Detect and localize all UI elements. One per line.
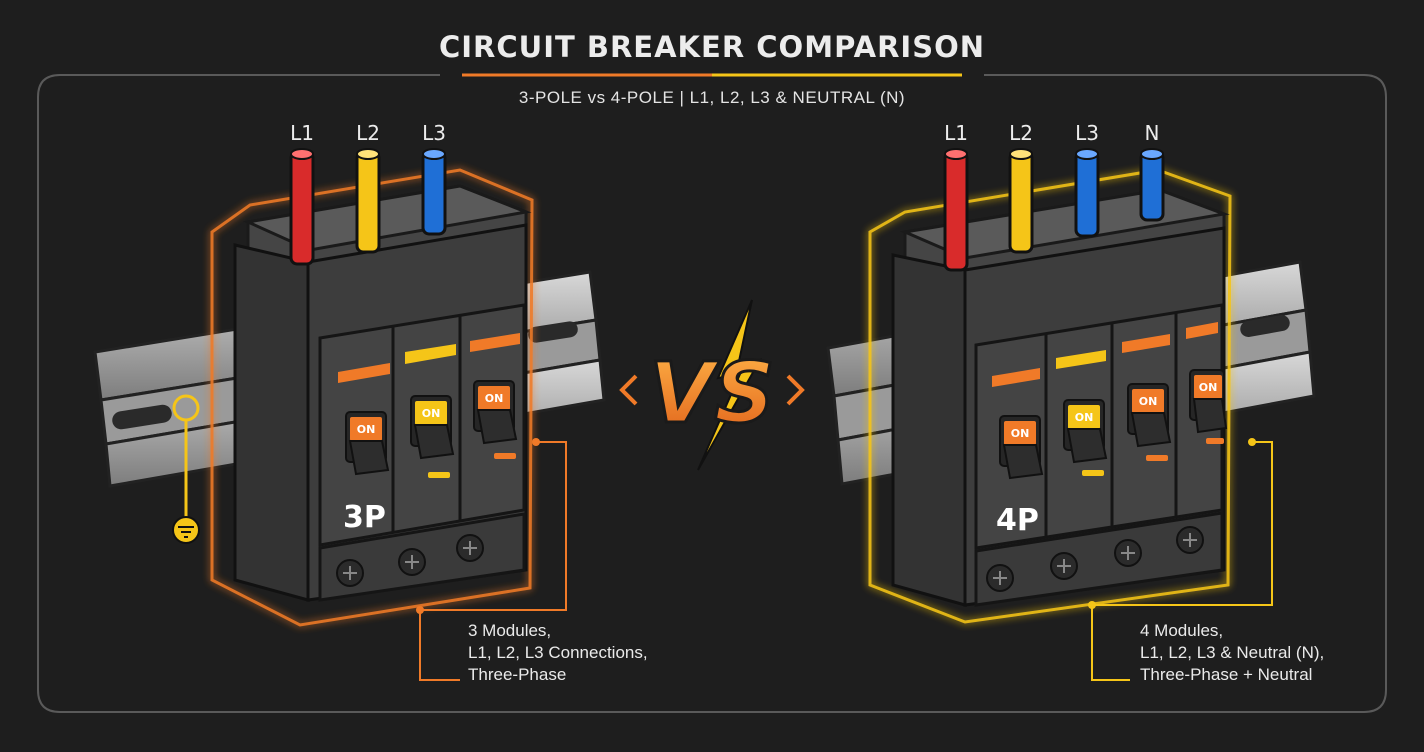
breaker-4p	[826, 148, 1316, 681]
description-3p: 3 Modules, L1, L2, L3 Connections, Three…	[468, 620, 648, 686]
switch-on-label: ON	[485, 392, 504, 405]
wires-4p	[943, 148, 1165, 272]
page-title: CIRCUIT BREAKER COMPARISON	[438, 30, 986, 64]
versus-badge	[619, 299, 805, 471]
callout-line-3p	[419, 441, 567, 681]
description-line: L1, L2, L3 & Neutral (N),	[1140, 643, 1325, 662]
switch-labels-3p: ON ON ON	[357, 392, 504, 436]
switch-on-label: ON	[1199, 381, 1218, 394]
wire-labels-4p: L1 L2 L3 N	[944, 121, 1159, 145]
description-line: Three-Phase + Neutral	[1140, 665, 1313, 684]
breaker-3p	[93, 148, 606, 681]
switch-on-label: ON	[422, 407, 441, 420]
ground-symbol	[172, 394, 200, 544]
outer-frame	[37, 74, 1387, 713]
wires-3p	[289, 148, 447, 266]
wire-label-3p: L2	[356, 121, 380, 145]
description-line: 4 Modules,	[1140, 621, 1224, 640]
badge-3p: 3P	[343, 500, 386, 535]
switch-labels-4p: ON ON ON ON	[1011, 381, 1218, 440]
wire-label-4p: L1	[944, 121, 968, 145]
wire-label-3p: L1	[290, 121, 314, 145]
callout-line-4p	[1091, 441, 1273, 681]
switches-4p	[999, 369, 1228, 480]
wire-label-4p: L3	[1075, 121, 1099, 145]
badge-4p: 4P	[996, 503, 1039, 538]
description-4p: 4 Modules, L1, L2, L3 & Neutral (N), Thr…	[1140, 620, 1324, 686]
description-line: L1, L2, L3 Connections,	[468, 643, 648, 662]
switches-3p	[345, 380, 518, 476]
page-subtitle: 3-POLE vs 4-POLE | L1, L2, L3 & NEUTRAL …	[518, 88, 906, 107]
switch-on-label: ON	[1011, 427, 1030, 440]
switch-on-label: ON	[357, 423, 376, 436]
versus-text: VS	[649, 344, 775, 442]
switch-on-label: ON	[1139, 395, 1158, 408]
wire-label-4p: N	[1145, 121, 1160, 145]
switch-on-label: ON	[1075, 411, 1094, 424]
wire-label-3p: L3	[422, 121, 446, 145]
description-line: Three-Phase	[468, 665, 567, 684]
wire-labels-3p: L1 L2 L3	[290, 121, 446, 145]
description-line: 3 Modules,	[468, 621, 552, 640]
wire-label-4p: L2	[1009, 121, 1033, 145]
